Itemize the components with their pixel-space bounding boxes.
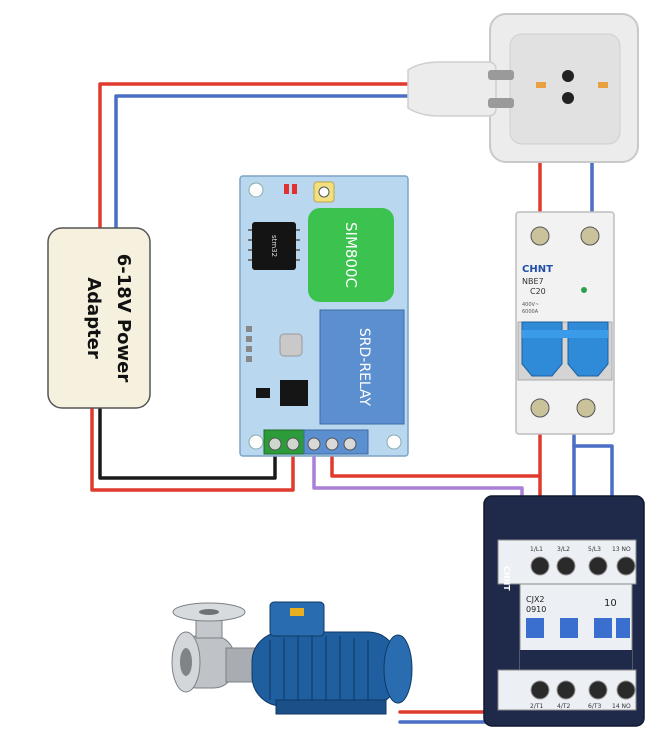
status-led-1 bbox=[284, 184, 289, 194]
socket-live-hole bbox=[562, 70, 574, 82]
contactor-model-2: 0910 bbox=[526, 605, 546, 614]
wall-socket bbox=[489, 13, 639, 163]
contactor-terminal-bottom-3: 6/T3 bbox=[588, 703, 602, 710]
adapter-label-line2: Adapter bbox=[83, 277, 104, 359]
water-pump bbox=[171, 601, 413, 715]
pin-header bbox=[246, 326, 252, 362]
control-board: stm32 SIM800C SRD-RELAY bbox=[239, 175, 409, 457]
breaker-bottom-screw-live bbox=[530, 398, 550, 418]
contactor-bottom-screws bbox=[530, 680, 636, 700]
adapter-live-wire bbox=[98, 82, 414, 230]
adapter-label-line1: 6-18V Power bbox=[113, 254, 134, 383]
voltage-regulator bbox=[279, 333, 303, 357]
srd-relay bbox=[319, 309, 405, 425]
contactor-top-screws bbox=[530, 556, 636, 576]
contactor-terminal-bottom-4: 14 NO bbox=[612, 703, 631, 710]
status-led-2 bbox=[292, 184, 297, 194]
contactor-terminal-top-3: 5/L3 bbox=[588, 546, 601, 553]
breaker-bottom-screw-neutral bbox=[576, 398, 596, 418]
breaker-spec-2: 6000A bbox=[522, 309, 539, 315]
socket-neutral-hole bbox=[562, 92, 574, 104]
breaker-brand: CHNT bbox=[522, 264, 553, 275]
breaker-rating: C20 bbox=[530, 287, 546, 296]
board-power-terminal bbox=[263, 429, 305, 455]
mount-hole-bottom-left bbox=[248, 434, 264, 450]
adapter-neutral-wire bbox=[114, 94, 414, 230]
breaker-top-screw-neutral bbox=[580, 226, 600, 246]
contactor-brand: CHNT bbox=[502, 566, 511, 591]
contactor-terminal-bottom-1: 2/T1 bbox=[530, 703, 544, 710]
contactor-terminal-top-4: 13 NO bbox=[612, 546, 631, 553]
contactor-rating: 10 bbox=[604, 598, 617, 609]
stm32-chip-label: stm32 bbox=[270, 235, 278, 257]
contactor-terminal-bottom-2: 4/T2 bbox=[557, 703, 571, 710]
stm32-chip bbox=[252, 222, 296, 270]
sim800c-label: SIM800C bbox=[342, 222, 360, 288]
contactor-model-1: CJX2 bbox=[526, 595, 545, 604]
circuit-breaker: CHNT NBE7 C20 400V~ 6000A bbox=[515, 211, 615, 435]
breaker-spec-1: 400V~ bbox=[522, 302, 539, 308]
contactor-indicator-1 bbox=[526, 618, 544, 638]
adapter-dc-negative-wire bbox=[98, 402, 277, 480]
breaker-top-screw-live bbox=[530, 226, 550, 246]
breaker-model: NBE7 bbox=[522, 277, 544, 286]
contactor-indicator-3 bbox=[594, 618, 612, 638]
sim800c-module bbox=[308, 208, 394, 302]
pump-junction-box bbox=[269, 601, 325, 637]
srd-relay-label: SRD-RELAY bbox=[356, 328, 372, 407]
transistor-1 bbox=[256, 388, 270, 398]
contactor-indicator-2 bbox=[560, 618, 578, 638]
mount-hole-bottom-right bbox=[386, 434, 402, 450]
power-adapter: 6-18V Power Adapter bbox=[47, 227, 151, 409]
contactor-indicator-4 bbox=[616, 618, 630, 638]
contactor-terminal-top-2: 3/L2 bbox=[557, 546, 570, 553]
board-relay-terminal bbox=[303, 429, 369, 455]
power-plug bbox=[407, 61, 514, 117]
mount-hole-top-left bbox=[248, 182, 264, 198]
transistor-2 bbox=[280, 380, 308, 406]
contactor-terminal-top-1: 1/L1 bbox=[530, 546, 543, 553]
adapter-dc-positive-wire bbox=[90, 402, 295, 492]
contactor: 1/L1 3/L2 5/L3 13 NO CHNT CJX2 0910 10 2… bbox=[483, 495, 645, 727]
